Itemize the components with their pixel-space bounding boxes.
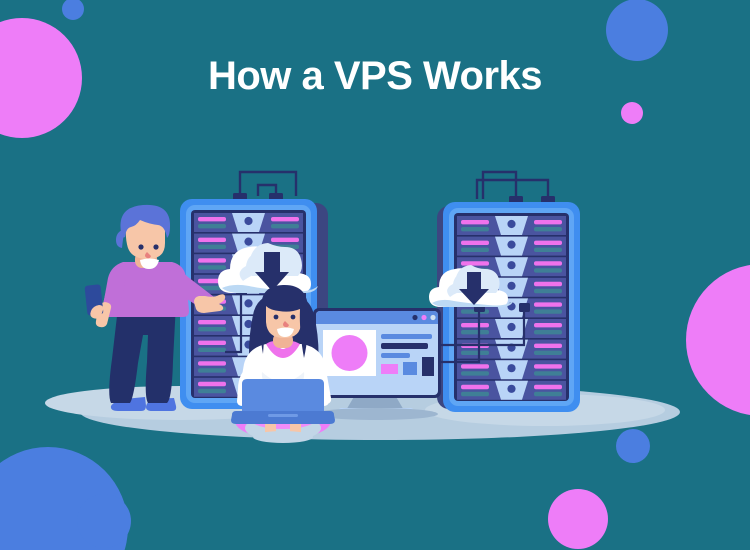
- hand-left: [90, 305, 104, 319]
- server-rack-right: [437, 202, 580, 412]
- cloud-download-left: [218, 243, 318, 293]
- monitor-block: [403, 362, 417, 375]
- blue-dot-bottom-left: [77, 494, 131, 548]
- monitor-text-bar: [381, 343, 428, 349]
- laptop-touchpad: [268, 414, 298, 417]
- monitor-card-circle-icon: [331, 335, 368, 371]
- nose: [145, 252, 151, 259]
- hair-front: [260, 284, 309, 358]
- down-arrow-icon: [459, 272, 489, 305]
- window-dot-minimize-icon: [421, 314, 427, 321]
- rack-cables-right-lower: [438, 307, 526, 364]
- page-title: How a VPS Works: [207, 54, 543, 98]
- monitor-block: [422, 357, 434, 376]
- eye-left: [273, 314, 279, 320]
- seat-floor-shadow: [253, 431, 313, 443]
- nose: [283, 321, 289, 328]
- monitor-text-bar: [381, 334, 432, 339]
- eye-left: [138, 244, 144, 250]
- rack-cables-right: [475, 170, 550, 199]
- window-dot-close-icon: [412, 314, 418, 321]
- monitor-block: [381, 364, 398, 374]
- hand-right: [194, 294, 226, 313]
- pink-dot-top-right: [621, 102, 643, 124]
- eye-right: [153, 244, 159, 250]
- hair-side: [116, 230, 124, 248]
- pink-circle-bottom-right: [548, 489, 608, 549]
- blue-circle-top-right: [606, 0, 668, 61]
- down-arrow-icon: [255, 252, 289, 291]
- laptop-base: [231, 411, 335, 424]
- cloud-download-right: [429, 265, 513, 307]
- blue-dot-top-left: [62, 0, 84, 20]
- rack-rows-right: [457, 216, 566, 400]
- laptop-screen: [242, 379, 324, 413]
- mouth: [140, 258, 159, 269]
- window-dot-maximize-icon: [430, 314, 436, 321]
- hair: [120, 204, 171, 238]
- pink-circle-right-edge: [686, 264, 750, 416]
- person-seated-with-laptop: [231, 284, 335, 441]
- person-standing-technician: [84, 204, 226, 411]
- desktop-monitor: [313, 308, 441, 420]
- blue-dot-bottom-right: [616, 429, 650, 463]
- mouth: [277, 327, 294, 337]
- arm-left-sleeve: [102, 266, 126, 311]
- monitor-text-bar: [381, 353, 410, 358]
- rack-cables-left: [238, 170, 298, 196]
- pink-circle-top-left: [0, 18, 82, 138]
- pants: [109, 299, 176, 403]
- eye-right: [290, 314, 296, 320]
